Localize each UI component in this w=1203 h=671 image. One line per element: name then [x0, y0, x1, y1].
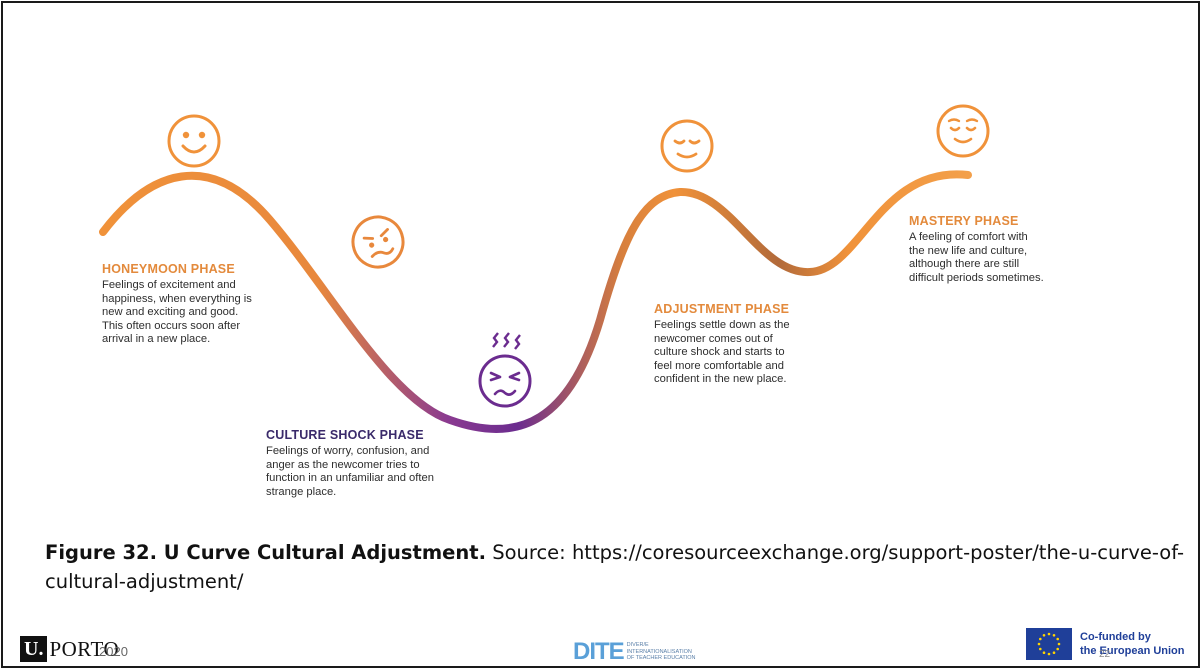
- eu-flag-icon: [1026, 628, 1072, 660]
- relaxed-face-icon: [936, 104, 990, 158]
- adjustment-phase: ADJUSTMENT PHASE Feelings settle down as…: [654, 302, 854, 387]
- caption-source: Source: https://coresourceexchange.org/s…: [45, 541, 1185, 593]
- page-number: 22: [1099, 649, 1111, 660]
- uporto-mark: U.: [20, 636, 48, 662]
- confused-face-icon: [351, 215, 405, 269]
- phase-description: A feeling of comfort with the new life a…: [909, 231, 1044, 284]
- phase-description: Feelings of excitement and happiness, wh…: [102, 279, 252, 346]
- phase-title: CULTURE SHOCK PHASE: [266, 428, 424, 442]
- eu-cofunded-text: Co-funded by the European Union: [1080, 631, 1185, 657]
- culture-shock-phase: CULTURE SHOCK PHASE Feelings of worry, c…: [266, 428, 506, 499]
- adjustment-curve: [99, 170, 972, 433]
- dite-subtitle: DIVER/E INTERNATIONALISATION OF TEACHER …: [626, 642, 696, 662]
- phase-title: MASTERY PHASE: [909, 214, 1019, 228]
- year-label: 2020: [99, 644, 128, 659]
- phase-title: ADJUSTMENT PHASE: [654, 302, 790, 316]
- uporto-logo: U. PORTO: [20, 634, 119, 664]
- dite-logo: DITE DIVER/E INTERNATIONALISATION OF TEA…: [573, 638, 696, 666]
- uporto-wordmark: PORTO: [49, 636, 120, 661]
- stressed-face-icon: [478, 332, 532, 408]
- caption-lead: Figure 32. U Curve Cultural Adjustment.: [45, 541, 486, 564]
- phase-description: Feelings settle down as the newcomer com…: [654, 319, 790, 386]
- honeymoon-phase: HONEYMOON PHASE Feelings of excitement a…: [102, 262, 322, 347]
- content-face-icon: [660, 119, 714, 173]
- happy-face-icon: [167, 114, 221, 168]
- u-curve-diagram: [99, 104, 990, 433]
- dite-mark: DITE: [573, 638, 625, 665]
- eu-cofunded-logo: Co-funded by the European Union: [1026, 628, 1185, 660]
- phase-title: HONEYMOON PHASE: [102, 262, 235, 276]
- phase-description: Feelings of worry, confusion, and anger …: [266, 445, 434, 498]
- figure-caption: Figure 32. U Curve Cultural Adjustment. …: [45, 538, 1195, 596]
- mastery-phase: MASTERY PHASE A feeling of comfort with …: [909, 214, 1109, 285]
